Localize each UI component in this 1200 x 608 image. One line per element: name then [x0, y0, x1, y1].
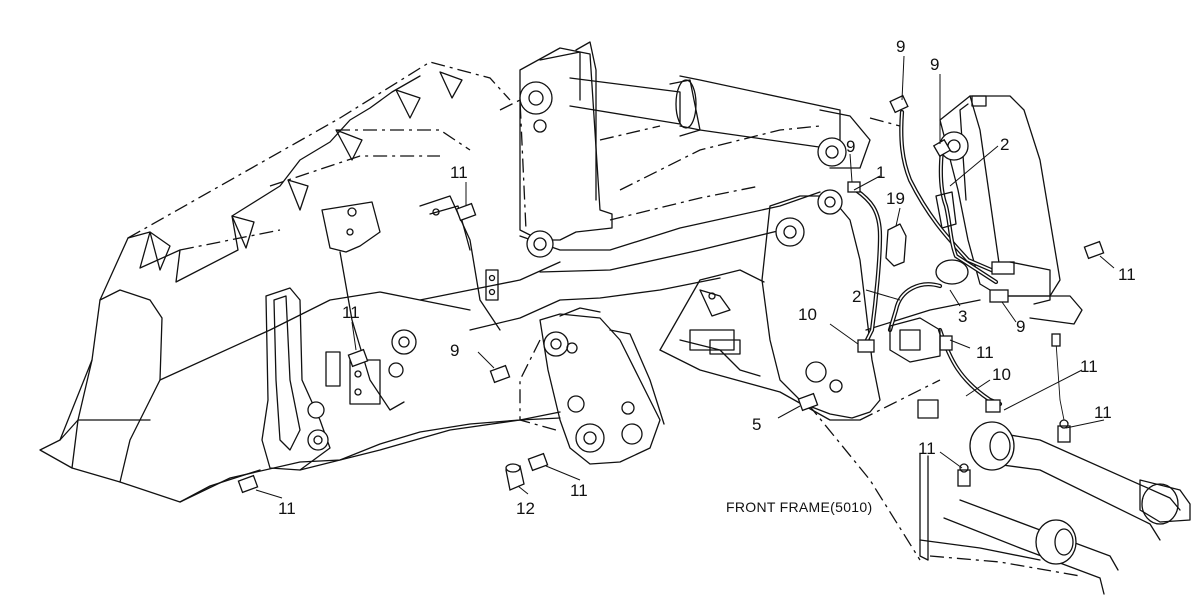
callout-19: 19 [886, 189, 905, 208]
callout-11: 11 [1094, 403, 1112, 422]
callout-11: 11 [450, 163, 468, 182]
callout-11: 5 [752, 415, 761, 434]
callout-2: 2 [852, 287, 861, 306]
callout-5: 10 [992, 365, 1011, 384]
callout-10: 10 [798, 305, 817, 324]
callout-11: 11 [570, 481, 588, 500]
grease-nipples [237, 202, 1105, 494]
callout-12: 12 [516, 499, 535, 518]
callout-3: 3 [958, 307, 967, 326]
lift-cylinders [919, 333, 1191, 595]
leader-lines [255, 55, 1115, 499]
callout-10: 11 [1080, 357, 1098, 376]
callout-11: 11 [278, 499, 296, 518]
callout-9: 9 [846, 137, 855, 156]
callout-11: 11 [342, 303, 360, 322]
callout-1: 1 [876, 163, 885, 182]
callout-2: 2 [1000, 135, 1009, 154]
callout-11: 11 [1118, 265, 1136, 284]
callout-11: 9 [450, 341, 459, 360]
callout-9: 9 [930, 55, 939, 74]
callout-labels: 9 9 9 2 1 19 11 11 2 3 9 11 10 9 11 5 10… [278, 37, 1136, 518]
boom-arm [299, 41, 821, 471]
callout-9: 9 [896, 37, 905, 56]
front-frame-label: FRONT FRAME(5010) [726, 499, 872, 515]
bucket [39, 61, 561, 503]
callout-11: 11 [918, 439, 936, 458]
grease-hoses [847, 94, 1051, 419]
tilt-cylinder [569, 75, 901, 169]
front-frame-tower [659, 95, 1083, 561]
callout-9: 11 [976, 343, 994, 362]
callout-9: 9 [1016, 317, 1025, 336]
